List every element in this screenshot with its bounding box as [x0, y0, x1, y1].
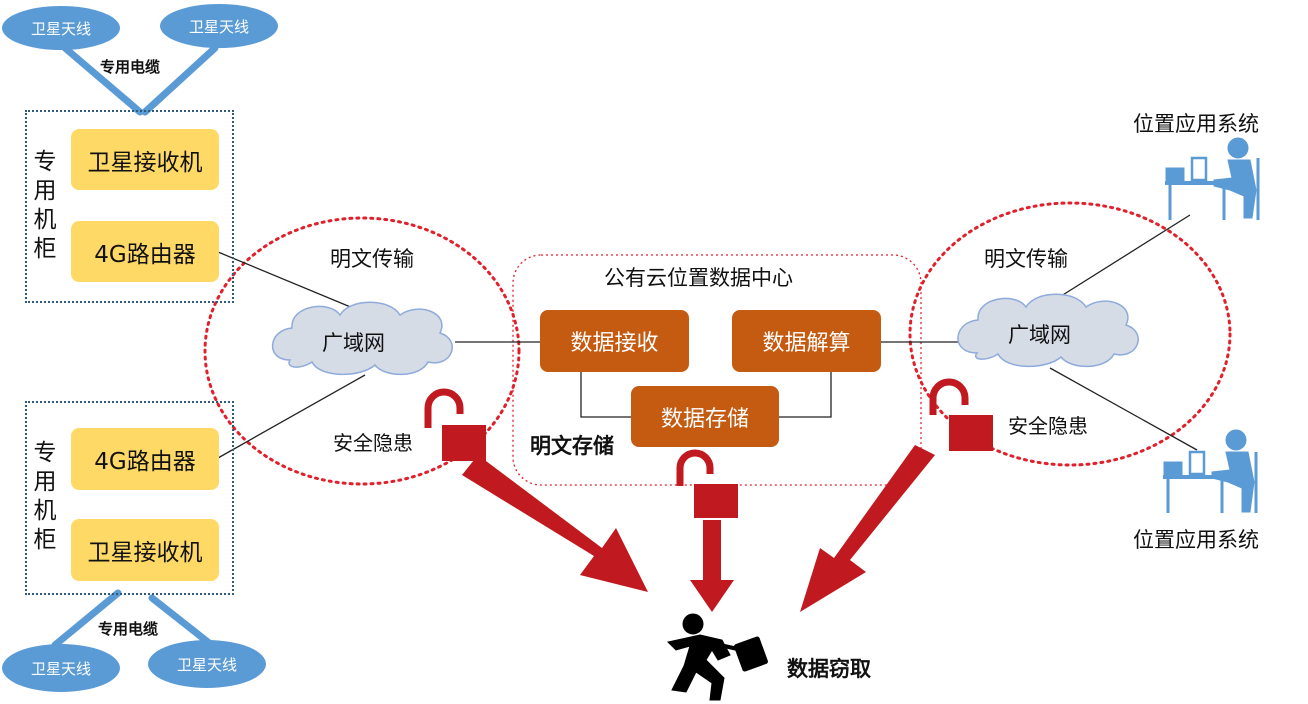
antenna-label: 卫星天线 [30, 19, 91, 38]
antenna-label: 卫星天线 [176, 655, 237, 674]
plaintext-storage-label: 明文存储 [530, 434, 614, 458]
data-theft-label: 数据窃取 [787, 657, 871, 681]
router-4g-top: 4G路由器 [71, 221, 219, 282]
lock-icon-center [676, 449, 738, 518]
risk-zone-right [908, 201, 1232, 467]
cabinet-top [25, 110, 234, 303]
user-at-desk-icon-bottom [1163, 429, 1258, 513]
satellite-receiver-top: 卫星接收机 [71, 129, 219, 190]
location-app-system-bottom: 位置应用系统 [1133, 528, 1259, 552]
data-solve-box: 数据解算 [732, 310, 881, 372]
connection-lines [217, 214, 1198, 459]
theft-arrows [462, 445, 935, 612]
cable-top [61, 44, 219, 116]
cabinet-label-bottom: 专用机柜 [33, 440, 57, 553]
data-receive-box: 数据接收 [540, 310, 689, 372]
antenna-label: 卫星天线 [188, 17, 249, 36]
data-center-border [512, 254, 922, 486]
antenna-bottom-right: 卫星天线 [148, 640, 266, 688]
wan-right: 广域网 [1008, 323, 1071, 347]
cabinet-bottom [25, 401, 234, 595]
plaintext-transmission-right: 明文传输 [984, 247, 1068, 271]
data-storage-box: 数据存储 [631, 386, 779, 447]
antenna-label: 卫星天线 [30, 659, 91, 678]
antenna-top-right: 卫星天线 [160, 4, 278, 48]
security-risk-right: 安全隐患 [1008, 414, 1088, 438]
cloud-left [271, 301, 453, 376]
data-center-title: 公有云位置数据中心 [604, 266, 793, 290]
cloud-right [957, 293, 1139, 368]
cabinet-label-top: 专用机柜 [33, 149, 57, 262]
user-at-desk-icon-top [1165, 137, 1260, 220]
antenna-bottom-left: 卫星天线 [2, 644, 120, 692]
risk-zone-left [203, 216, 521, 486]
antenna-top-left: 卫星天线 [2, 6, 120, 50]
router-4g-bottom: 4G路由器 [71, 428, 219, 490]
cable-label-bottom: 专用电缆 [98, 620, 159, 638]
location-app-system-top: 位置应用系统 [1133, 112, 1259, 136]
plaintext-transmission-left: 明文传输 [330, 247, 414, 271]
thief-icon [666, 613, 768, 701]
satellite-receiver-bottom: 卫星接收机 [71, 519, 219, 581]
security-risk-left: 安全隐患 [333, 431, 413, 455]
wan-left: 广域网 [322, 331, 385, 355]
lock-icon-right [929, 378, 993, 451]
lock-icon-left [424, 388, 486, 461]
cable-label-top: 专用电缆 [100, 58, 161, 76]
